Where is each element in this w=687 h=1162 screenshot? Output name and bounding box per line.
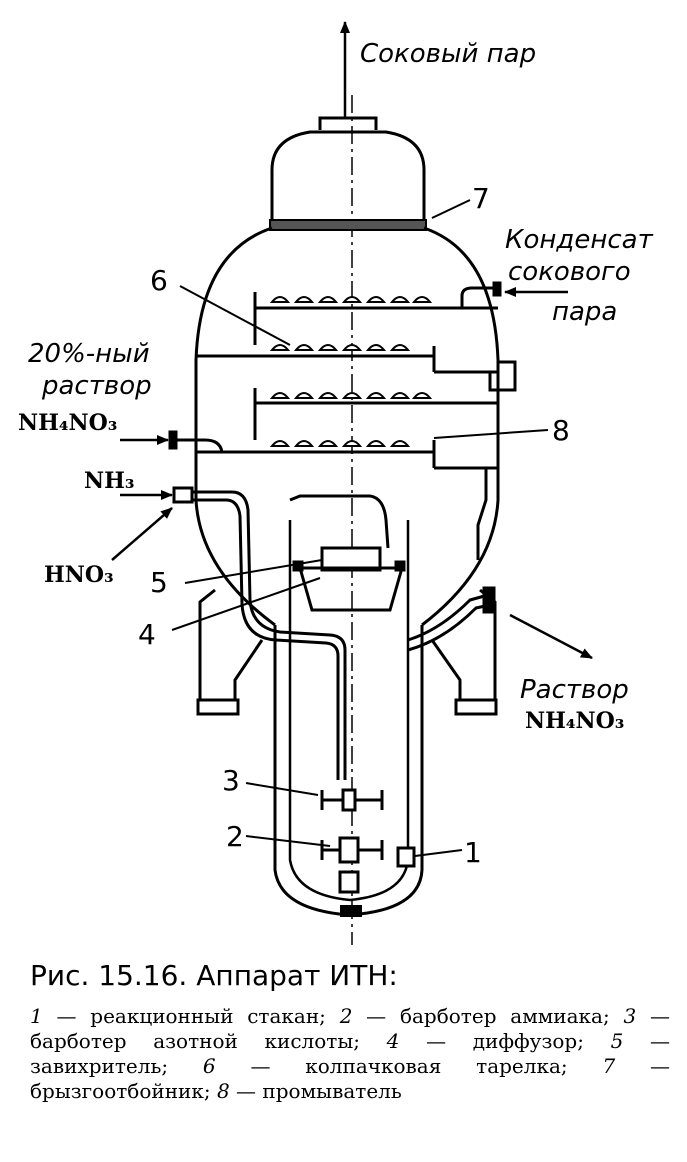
legend-text: — завихритель; [30, 1029, 670, 1078]
washer-downcomer [476, 468, 488, 560]
spray-separator-mesh [269, 219, 427, 231]
callout-6: 6 [150, 264, 168, 297]
legend-text: — колпачковая тарелка; [215, 1054, 603, 1078]
nh3-label: NH₃ [84, 468, 135, 494]
bubble-caps [269, 296, 433, 447]
legend-num: 1 [30, 1004, 43, 1028]
legend-text: — барботер аммиака; [352, 1004, 624, 1028]
itn-apparatus-diagram: Соковый пар Конденсат сокового пара 20%-… [18, 21, 654, 945]
product-outlet-pipe [407, 586, 496, 652]
overflow-pipe [488, 360, 517, 392]
legend-num: 4 [386, 1029, 400, 1053]
vapor-label: Соковый пар [360, 39, 536, 69]
top-dome [269, 116, 427, 231]
legend-num: 2 [339, 1004, 353, 1028]
legend-text: — брызгоотбойник; [30, 1054, 670, 1103]
legend-num: 3 [623, 1004, 637, 1028]
vessel-shell [194, 226, 500, 627]
nh3-sparger [320, 836, 416, 894]
legend-text: — реакционный стакан; [42, 1004, 340, 1028]
diffuser [292, 546, 406, 612]
callout-7: 7 [472, 182, 490, 215]
reaction-cylinder-inner [288, 520, 410, 902]
legend-text: — барботер азотной кислоты; [30, 1004, 670, 1053]
figure-caption: Рис. 15.16. Аппарат ИТН: 1 — реакционный… [30, 958, 670, 1104]
leader-lines [171, 199, 549, 857]
callout-5: 5 [150, 566, 168, 599]
callout-8: 8 [552, 414, 570, 447]
hno3-arrow [111, 507, 173, 561]
condensate-label-3: пара [552, 297, 617, 327]
legend-text: — диффузор; [399, 1029, 611, 1053]
bottom-drain [340, 905, 362, 917]
nh4no3-inlet-label: NH₄NO₃ [18, 410, 117, 436]
hno3-sparger [320, 788, 384, 812]
callout-3: 3 [222, 764, 240, 797]
legend-num: 6 [202, 1054, 216, 1078]
legend-num: 8 [216, 1079, 230, 1103]
nh3-piping [172, 486, 347, 780]
callout-4: 4 [138, 618, 156, 651]
callout-2: 2 [226, 820, 244, 853]
condensate-label-1: Конденсат [505, 225, 654, 255]
callout-1: 1 [464, 836, 482, 869]
hno3-label: HNO₃ [44, 562, 114, 588]
solution20-label-1: 20%-ный [28, 339, 150, 369]
caption-title: Рис. 15.16. Аппарат ИТН: [30, 959, 398, 992]
outlet-label-1: Раствор [520, 675, 629, 705]
solution-inlet-pipe [168, 430, 224, 453]
hno3-piping [289, 494, 390, 549]
legend-num: 5 [610, 1029, 624, 1053]
condensate-inlet-pipe [460, 281, 502, 308]
legend-num: 7 [602, 1054, 616, 1078]
solution20-label-2: раствор [41, 371, 152, 401]
caption-legend: 1 — реакционный стакан; 2 — барботер амм… [30, 1004, 670, 1104]
condensate-label-2: сокового [508, 257, 631, 287]
product-outlet-arrow [509, 613, 593, 660]
outlet-label-2: NH₄NO₃ [525, 708, 624, 734]
legend-text: — промыватель [229, 1079, 402, 1103]
